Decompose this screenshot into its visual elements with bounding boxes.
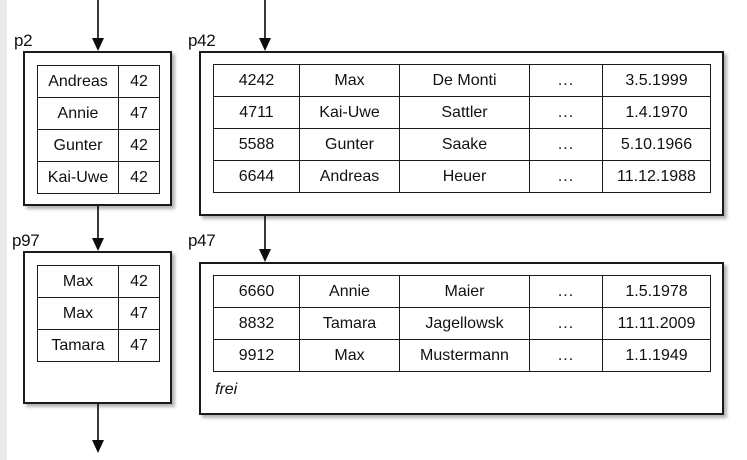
- table-row: 8832 Tamara Jagellowsk ... 11.11.2009: [213, 307, 711, 340]
- cell-date: 1.5.1978: [602, 275, 711, 308]
- arrow-p2-to-p97: [92, 205, 104, 251]
- table-row: Max 42: [37, 265, 160, 298]
- cell-lastname: Maier: [399, 275, 530, 308]
- cell-date: 11.11.2009: [602, 307, 711, 340]
- arrow-out-of-p97: [92, 404, 104, 454]
- table-row: Annie 47: [37, 97, 160, 130]
- record-table-p97: Max 42 Max 47 Tamara 47: [37, 265, 160, 362]
- cell-lastname: Sattler: [399, 96, 530, 129]
- record-table-p2: Andreas 42 Annie 47 Gunter 42 Kai-Uwe 42: [37, 65, 160, 194]
- cell-id: 4242: [213, 64, 300, 97]
- cell-date: 3.5.1999: [602, 64, 711, 97]
- table-row: 4242 Max De Monti ... 3.5.1999: [213, 64, 711, 97]
- cell-more: ...: [529, 307, 603, 340]
- record-table-p42: 4242 Max De Monti ... 3.5.1999 4711 Kai-…: [213, 64, 711, 193]
- arrow-out-of-p97-line: [97, 404, 99, 442]
- cell-value: 42: [118, 161, 160, 194]
- cell-lastname: Heuer: [399, 160, 530, 193]
- cell-id: 9912: [213, 339, 300, 372]
- cell-more: ...: [529, 64, 603, 97]
- cell-id: 6644: [213, 160, 300, 193]
- left-gutter-strip: [0, 0, 7, 460]
- cell-id: 8832: [213, 307, 300, 340]
- cell-value: 42: [118, 65, 160, 98]
- table-row: Gunter 42: [37, 129, 160, 162]
- arrow-p42-to-p47: [259, 216, 271, 262]
- table-row: Max 47: [37, 297, 160, 330]
- free-space-label-p47: frei: [215, 381, 238, 398]
- cell-date: 1.4.1970: [602, 96, 711, 129]
- cell-value: 47: [118, 329, 160, 362]
- cell-name: Max: [37, 265, 119, 298]
- table-row: Kai-Uwe 42: [37, 161, 160, 194]
- arrow-into-p42: [259, 0, 271, 51]
- cell-lastname: Saake: [399, 128, 530, 161]
- table-row: 6644 Andreas Heuer ... 11.12.1988: [213, 160, 711, 193]
- cell-more: ...: [529, 275, 603, 308]
- cell-name: Annie: [37, 97, 119, 130]
- table-row: 9912 Max Mustermann ... 1.1.1949: [213, 339, 711, 372]
- page-label-p47: p47: [188, 231, 216, 250]
- cell-firstname: Max: [299, 64, 400, 97]
- page-label-p2: p2: [14, 31, 33, 50]
- cell-value: 42: [118, 265, 160, 298]
- page-label-p97: p97: [12, 231, 40, 250]
- arrow-p2-to-p97-line: [97, 205, 99, 240]
- cell-firstname: Annie: [299, 275, 400, 308]
- table-row: 6660 Annie Maier ... 1.5.1978: [213, 275, 711, 308]
- page-label-p42: p42: [188, 31, 216, 50]
- cell-date: 11.12.1988: [602, 160, 711, 193]
- cell-lastname: Jagellowsk: [399, 307, 530, 340]
- arrow-into-p2-line: [97, 0, 99, 40]
- cell-lastname: De Monti: [399, 64, 530, 97]
- arrow-into-p2: [92, 0, 104, 51]
- cell-lastname: Mustermann: [399, 339, 530, 372]
- cell-value: 47: [118, 297, 160, 330]
- cell-id: 4711: [213, 96, 300, 129]
- cell-id: 6660: [213, 275, 300, 308]
- arrow-p2-to-p97-head: [92, 238, 104, 251]
- table-row: 5588 Gunter Saake ... 5.10.1966: [213, 128, 711, 161]
- cell-name: Andreas: [37, 65, 119, 98]
- cell-firstname: Max: [299, 339, 400, 372]
- cell-date: 1.1.1949: [602, 339, 711, 372]
- cell-more: ...: [529, 96, 603, 129]
- cell-name: Kai-Uwe: [37, 161, 119, 194]
- table-row: 4711 Kai-Uwe Sattler ... 1.4.1970: [213, 96, 711, 129]
- cell-more: ...: [529, 128, 603, 161]
- arrow-into-p42-head: [259, 38, 271, 51]
- record-table-p47: 6660 Annie Maier ... 1.5.1978 8832 Tamar…: [213, 275, 711, 372]
- cell-more: ...: [529, 160, 603, 193]
- cell-name: Tamara: [37, 329, 119, 362]
- cell-name: Gunter: [37, 129, 119, 162]
- cell-firstname: Kai-Uwe: [299, 96, 400, 129]
- cell-firstname: Gunter: [299, 128, 400, 161]
- cell-more: ...: [529, 339, 603, 372]
- arrow-into-p2-head: [92, 38, 104, 51]
- cell-name: Max: [37, 297, 119, 330]
- table-row: Andreas 42: [37, 65, 160, 98]
- cell-firstname: Tamara: [299, 307, 400, 340]
- table-row: Tamara 47: [37, 329, 160, 362]
- arrow-into-p42-line: [264, 0, 266, 40]
- cell-value: 47: [118, 97, 160, 130]
- cell-firstname: Andreas: [299, 160, 400, 193]
- arrow-out-of-p97-head: [92, 440, 104, 453]
- cell-id: 5588: [213, 128, 300, 161]
- arrow-p42-to-p47-head: [259, 249, 271, 262]
- arrow-p42-to-p47-line: [264, 216, 266, 251]
- cell-value: 42: [118, 129, 160, 162]
- cell-date: 5.10.1966: [602, 128, 711, 161]
